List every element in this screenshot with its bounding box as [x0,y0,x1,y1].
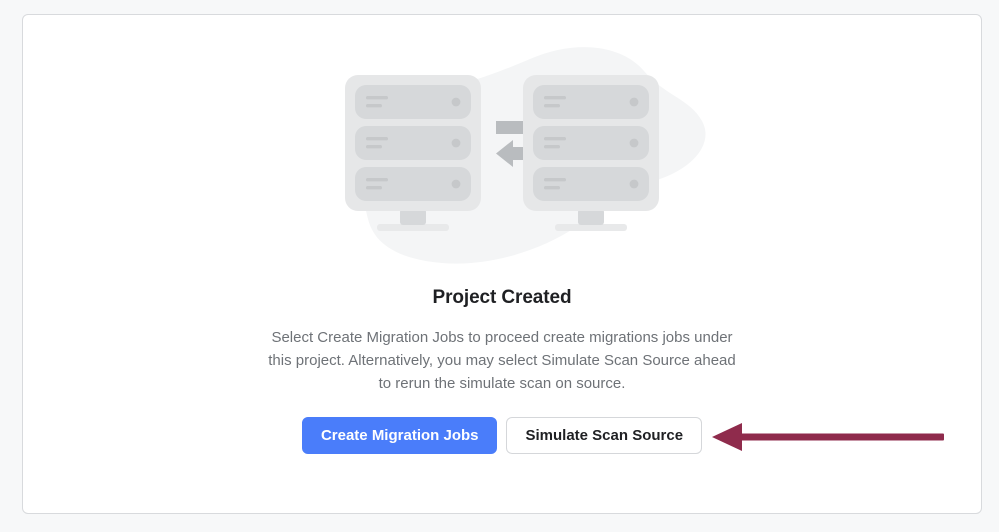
server-right [523,75,659,231]
empty-state-description: Select Create Migration Jobs to proceed … [268,329,736,392]
server-left-unit-1 [355,85,471,119]
server-right-unit-3 [533,167,649,201]
server-right-unit-2 [533,126,649,160]
server-left [345,75,481,231]
action-button-row: Create Migration Jobs Simulate Scan Sour… [301,417,703,454]
server-migration-illustration [292,37,712,287]
empty-state-content: Project Created Select Create Migration … [23,15,981,513]
page-title: Project Created [432,287,572,308]
simulate-scan-source-button[interactable]: Simulate Scan Source [506,417,703,454]
server-left-unit-2 [355,126,471,160]
server-left-unit-3 [355,167,471,201]
empty-state-card: Project Created Select Create Migration … [22,14,982,514]
create-migration-jobs-button[interactable]: Create Migration Jobs [301,417,498,454]
server-right-unit-1 [533,85,649,119]
